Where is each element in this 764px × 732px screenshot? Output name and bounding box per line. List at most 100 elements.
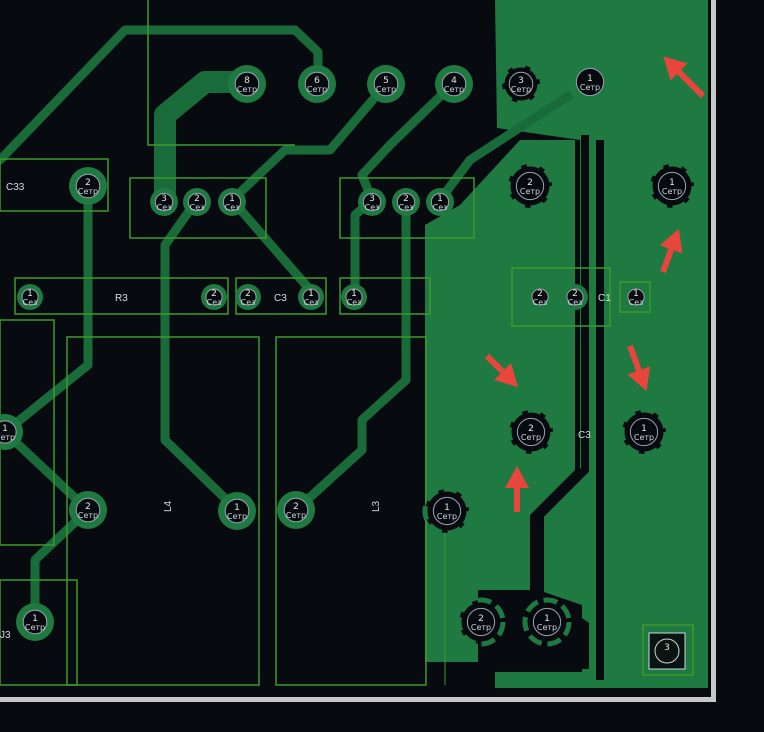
pad-number: 1 xyxy=(633,289,639,299)
pad-net-label: Сетр xyxy=(437,512,457,521)
pad-net-label: Сетр xyxy=(307,85,327,94)
pad-number: 1 xyxy=(32,614,38,624)
pad-net-label: Сез xyxy=(225,203,240,212)
drill-hole xyxy=(466,607,496,637)
drill-hole xyxy=(516,417,546,447)
pad-number: 2 xyxy=(245,289,251,299)
pad-net-label: Сез xyxy=(629,298,644,307)
pad-number: 3 xyxy=(161,194,167,204)
label-j3: J3 xyxy=(0,630,11,641)
pad-number: 1 xyxy=(351,289,357,299)
pad-number: 1 xyxy=(2,424,8,434)
pad-sq3[interactable]: 3 xyxy=(648,632,686,670)
drill-hole xyxy=(22,609,48,635)
drill-hole xyxy=(362,192,382,212)
drill-hole xyxy=(345,288,363,306)
drill-hole xyxy=(566,288,584,306)
drill-hole xyxy=(21,288,39,306)
pad-layer[interactable]: 8Сетр6Сетр5Сетр4Сетр3Сетр1Сетр2Сетр3Сез2… xyxy=(0,60,697,670)
pad-net-label: Сез xyxy=(365,203,380,212)
drill-hole xyxy=(187,192,207,212)
pad-number: 2 xyxy=(211,289,217,299)
drill-hole xyxy=(532,607,562,637)
board-frame-bottom xyxy=(0,697,716,702)
drill-hole xyxy=(432,496,462,526)
pad-net-label: Сетр xyxy=(471,623,491,632)
arrow-icon xyxy=(659,228,683,274)
drill-hole xyxy=(441,71,467,97)
label-c3-big: C3 xyxy=(578,430,591,441)
pad-number: 2 xyxy=(403,194,409,204)
pad-net-label: Сез xyxy=(533,298,548,307)
pad-number: 2 xyxy=(85,178,91,188)
arrow-icon xyxy=(484,353,519,388)
pad-number: 1 xyxy=(587,74,593,84)
drill-hole xyxy=(627,288,645,306)
drill-hole xyxy=(531,288,549,306)
label-l4: L4 xyxy=(163,500,174,512)
pad-number: 2 xyxy=(478,614,484,624)
drill-hole xyxy=(629,417,659,447)
drill-hole xyxy=(373,71,399,97)
pad-net-label: Сез xyxy=(157,203,172,212)
pad-net-label: Сез xyxy=(433,203,448,212)
pad-number: 2 xyxy=(537,289,543,299)
drill-hole xyxy=(657,171,687,201)
arrow-icon xyxy=(627,344,651,392)
pad-number: 1 xyxy=(229,194,235,204)
drill-hole xyxy=(430,192,450,212)
pad-number: 1 xyxy=(669,178,675,188)
drill-hole xyxy=(302,288,320,306)
pad-net-label: Сез xyxy=(190,203,205,212)
pad-net-label: Сез xyxy=(207,298,222,307)
pad-number: 2 xyxy=(527,178,533,188)
drill-hole xyxy=(575,67,605,97)
drill-hole xyxy=(234,71,260,97)
drill-hole xyxy=(508,71,534,97)
label-l3: L3 xyxy=(371,500,382,512)
pad-number: 3 xyxy=(518,76,524,86)
drill-hole xyxy=(154,192,174,212)
copper-pour-left[interactable] xyxy=(425,140,575,662)
traces[interactable] xyxy=(0,25,595,625)
pad-number: 5 xyxy=(383,76,389,86)
pad-number: 1 xyxy=(308,289,314,299)
pad-number: 2 xyxy=(528,424,534,434)
pad-net-label: Сез xyxy=(23,298,38,307)
